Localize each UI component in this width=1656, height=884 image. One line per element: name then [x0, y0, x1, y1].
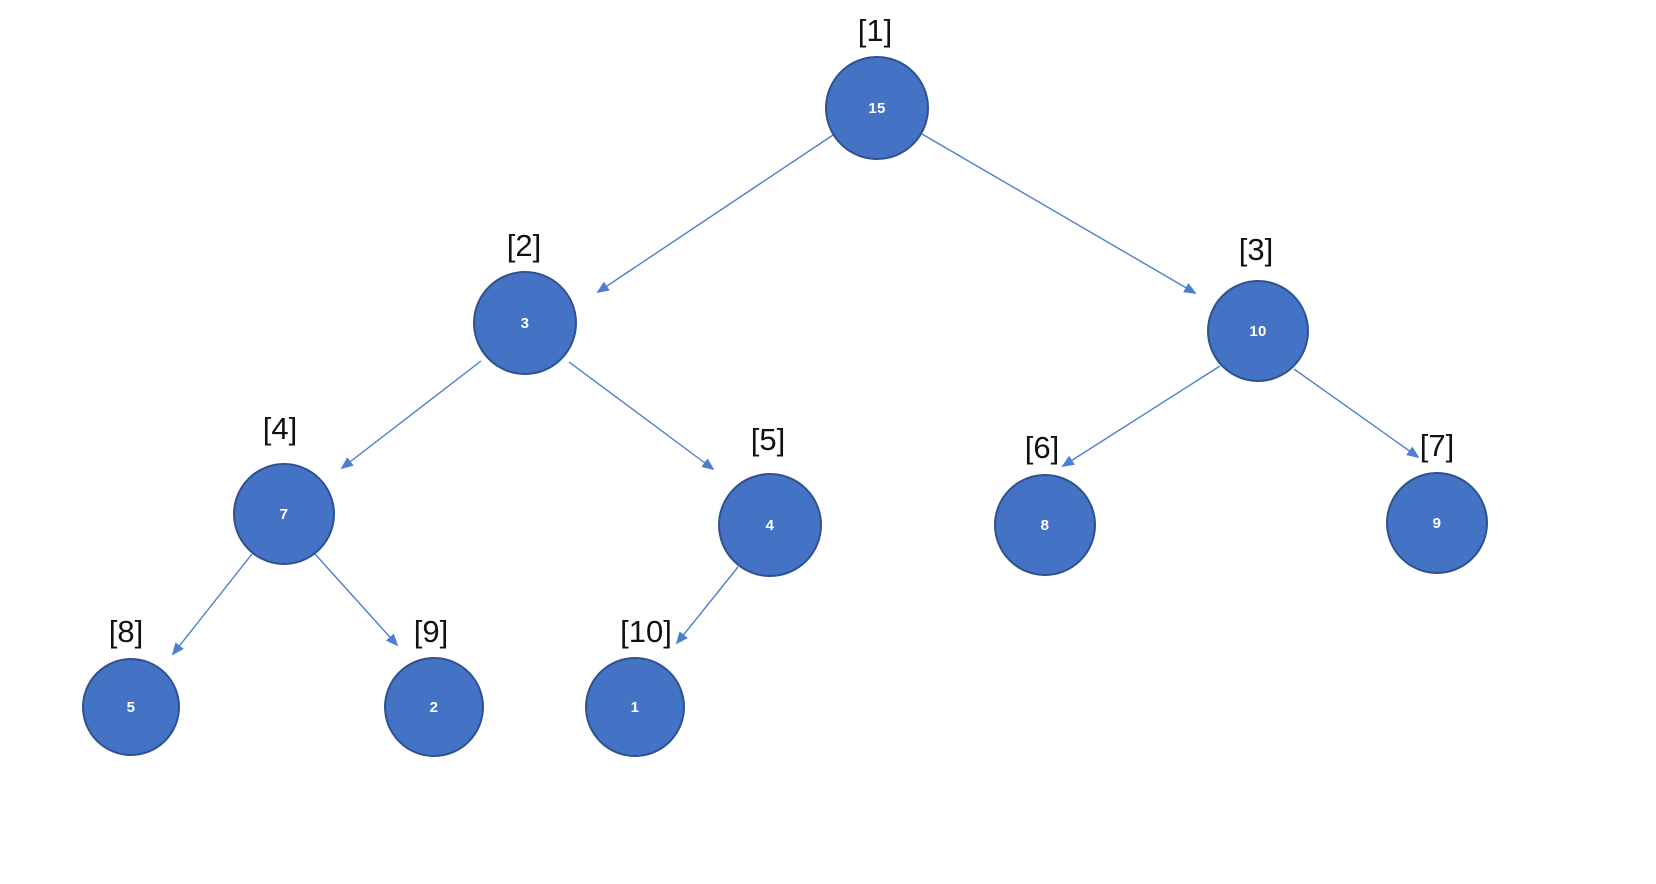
node-value: 2 — [429, 698, 439, 716]
tree-node-9: 2 — [384, 657, 484, 757]
tree-node-8: 5 — [82, 658, 180, 756]
node-index-label: [10] — [620, 614, 672, 649]
tree-node-10: 1 — [585, 657, 685, 757]
node-index-label: [4] — [262, 411, 298, 446]
tree-node-5: 4 — [718, 473, 822, 577]
edge-1-2 — [596, 134, 834, 294]
node-value: 4 — [765, 516, 775, 534]
node-index-label: [5] — [750, 422, 786, 457]
node-index-label: [7] — [1419, 428, 1455, 463]
edge-1-3 — [921, 133, 1197, 294]
node-value: 7 — [279, 505, 289, 523]
tree-node-6: 8 — [994, 474, 1096, 576]
node-index-label: [3] — [1238, 232, 1274, 267]
edge-4-9 — [314, 553, 399, 647]
node-value: 10 — [1249, 322, 1267, 340]
edge-3-6 — [1061, 365, 1221, 468]
tree-node-4: 7 — [233, 463, 335, 565]
node-index-label: [2] — [506, 228, 542, 263]
node-value: 5 — [126, 698, 136, 716]
node-value: 8 — [1040, 516, 1050, 534]
node-value: 15 — [868, 99, 886, 117]
tree-node-1: 15 — [825, 56, 929, 160]
node-index-label: [6] — [1024, 430, 1060, 465]
edge-4-8 — [171, 553, 253, 656]
node-index-label: [9] — [413, 614, 449, 649]
node-value: 9 — [1432, 514, 1442, 532]
edge-5-10 — [675, 566, 739, 645]
node-index-label: [8] — [108, 614, 144, 649]
edge-3-7 — [1293, 368, 1420, 459]
node-index-label: [1] — [857, 13, 893, 48]
tree-node-7: 9 — [1386, 472, 1488, 574]
tree-node-3: 10 — [1207, 280, 1309, 382]
node-value: 1 — [630, 698, 640, 716]
node-value: 3 — [520, 314, 530, 332]
edge-2-5 — [568, 361, 715, 471]
edge-2-4 — [340, 360, 482, 470]
tree-node-2: 3 — [473, 271, 577, 375]
